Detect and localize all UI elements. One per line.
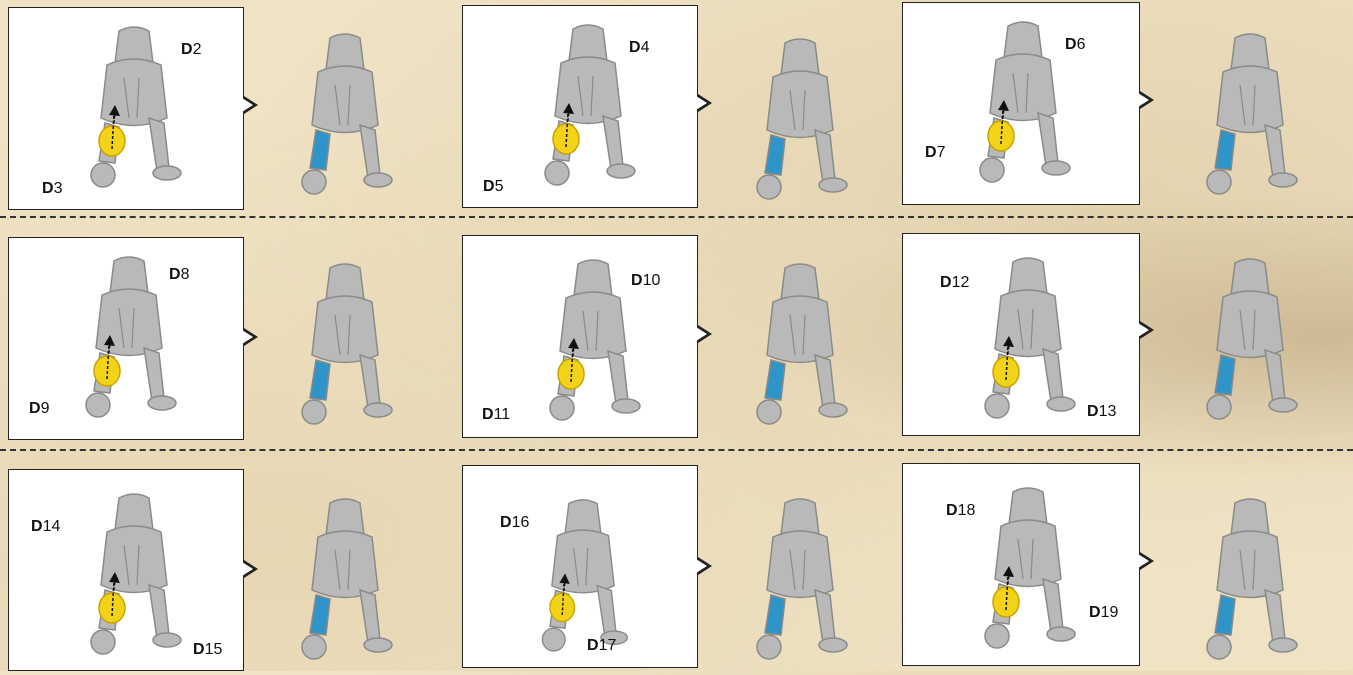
assembled-model-icon — [280, 495, 410, 675]
model-figure-icon — [963, 254, 1093, 434]
callout-arrow — [698, 557, 712, 575]
step-box-7: D14 D15 — [8, 469, 244, 671]
assembled-model-icon — [280, 30, 410, 210]
model-figure-icon — [69, 490, 199, 670]
part-label-b: D7 — [925, 144, 945, 162]
assembled-model-icon — [1185, 30, 1315, 210]
part-label-a: D18 — [946, 502, 975, 520]
model-figure-icon — [69, 23, 199, 203]
callout-arrow — [698, 325, 712, 343]
part-label-a: D8 — [169, 266, 189, 284]
part-label-b: D17 — [587, 637, 616, 655]
callout-arrow — [244, 560, 258, 578]
step-box-3: D6 D7 — [902, 2, 1140, 205]
step-box-8: D16 D17 — [462, 465, 698, 668]
assembled-model-icon — [1185, 255, 1315, 435]
part-label-a: D4 — [629, 39, 649, 57]
step-box-5: D10 D11 — [462, 235, 698, 438]
part-label-b: D15 — [193, 641, 222, 659]
part-label-b: D11 — [482, 406, 510, 424]
model-figure-icon — [508, 496, 658, 666]
step-box-6: D12 D13 — [902, 233, 1140, 436]
part-label-b: D9 — [29, 400, 49, 418]
part-label-b: D3 — [42, 180, 62, 198]
assembled-model-icon — [280, 260, 410, 440]
part-label-a: D12 — [940, 274, 969, 292]
part-label-a: D10 — [631, 272, 660, 290]
part-label-a: D16 — [500, 514, 529, 532]
part-label-a: D6 — [1065, 36, 1085, 54]
step-box-9: D18 D19 — [902, 463, 1140, 666]
callout-arrow — [244, 96, 258, 114]
callout-arrow — [1140, 552, 1154, 570]
assembled-model-icon — [735, 35, 865, 215]
callout-arrow — [244, 328, 258, 346]
part-label-a: D14 — [31, 518, 60, 536]
step-box-4: D8 D9 — [8, 237, 244, 440]
part-label-b: D19 — [1089, 604, 1118, 622]
assembled-model-icon — [1185, 495, 1315, 675]
callout-arrow — [1140, 91, 1154, 109]
model-figure-icon — [963, 484, 1093, 664]
row-divider-1 — [0, 216, 1353, 218]
step-box-1: D2 D3 — [8, 7, 244, 210]
part-label-a: D2 — [181, 41, 201, 59]
callout-arrow — [1140, 321, 1154, 339]
assembled-model-icon — [735, 495, 865, 675]
part-label-b: D13 — [1087, 403, 1116, 421]
row-divider-2 — [0, 449, 1353, 451]
part-label-b: D5 — [483, 178, 503, 196]
callout-arrow — [698, 94, 712, 112]
assembled-model-icon — [735, 260, 865, 440]
step-box-2: D4 D5 — [462, 5, 698, 208]
